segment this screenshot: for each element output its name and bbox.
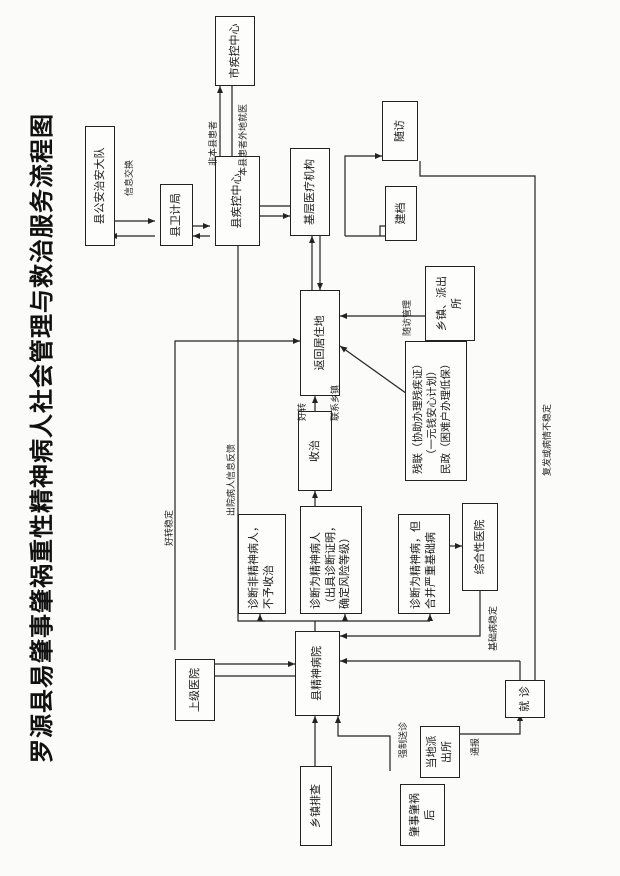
edge-shangji-fanhui: [174, 338, 300, 650]
box-dangdi-paichusuo: 当地派出所: [420, 726, 460, 778]
box-suifang: 随访: [382, 101, 418, 161]
label-tongbao: 通报: [471, 737, 481, 756]
box-shi-jikong: 市疾控中心: [215, 16, 255, 86]
box-canlian-minzheng: 残联（协助办理残疾证） （一元钱安心计划） 民政（困难户办理低保）: [405, 341, 467, 481]
box-xiangzhen-paicha: 乡镇排查: [300, 766, 332, 846]
label-lianxi-xiangzhen: 联系乡镇: [331, 384, 341, 421]
text-minzheng: 民政（困难户办理低保）: [440, 358, 453, 475]
box-xian-weiji: 县卫计局: [160, 184, 193, 246]
box-jiandang: 建档: [385, 186, 417, 241]
text-canlian: 残联（协助办理残疾证）: [412, 358, 424, 475]
box-jiuzhen: 就 诊: [505, 680, 545, 718]
label-haozhuan: 好转: [298, 402, 308, 421]
box-shangji-yiyuan: 上级医院: [175, 659, 215, 721]
box-xian-gongan: 县公安治安大队: [85, 126, 115, 246]
box-xiangzhen-paichusuo: 乡镇、派出所: [425, 266, 475, 341]
box-zonghe-yiyuan: 综合性医院: [462, 503, 498, 591]
text-yiyuanqian: （一元钱安心计划）: [426, 365, 439, 461]
edge-paichusuo-jsby: [335, 716, 391, 771]
label-fei-ben-xian: 非本县患者: [209, 120, 219, 166]
label-xinxi-jiaohuan: 信息交换: [125, 159, 135, 196]
label-chuyuan-fankui: 出院病人信息反馈: [227, 443, 237, 516]
box-zhenduan-wei-yanzhong: 诊断为精神病，但合并严重基础病: [398, 514, 450, 614]
box-xian-jingshenbing-yuan: 县精神病院: [295, 631, 340, 716]
box-zhenduan-wei: 诊断为精神病人（出具诊断证明，确定风险等级）: [300, 506, 362, 614]
box-zhaoshi-zhaohuo-hou: 肇事肇祸后: [400, 784, 445, 846]
label-haozhuan-wending: 好转稳定: [165, 509, 175, 546]
label-fufa: 复发或病情不稳定: [543, 403, 553, 476]
label-qiangzhi-songzhen: 强制送诊: [399, 721, 409, 758]
box-jiceng-yiliao: 基层医疗机构: [290, 148, 330, 236]
label-jichu-wending: 基础病稳定: [489, 605, 499, 651]
box-zhenduan-fei: 诊断非精神病人，不予收治: [238, 514, 286, 614]
edge-jiceng-suifang: [344, 153, 382, 236]
label-ben-xian-waidi: 本县患者外地就医: [239, 103, 249, 176]
box-shouzhi: 收治: [298, 411, 332, 491]
box-fanhui-juzhudi: 返回居住地: [300, 290, 340, 396]
label-suifang-guanli: 随访管理: [403, 299, 413, 336]
edge-canlian-fanhui: [339, 345, 411, 397]
